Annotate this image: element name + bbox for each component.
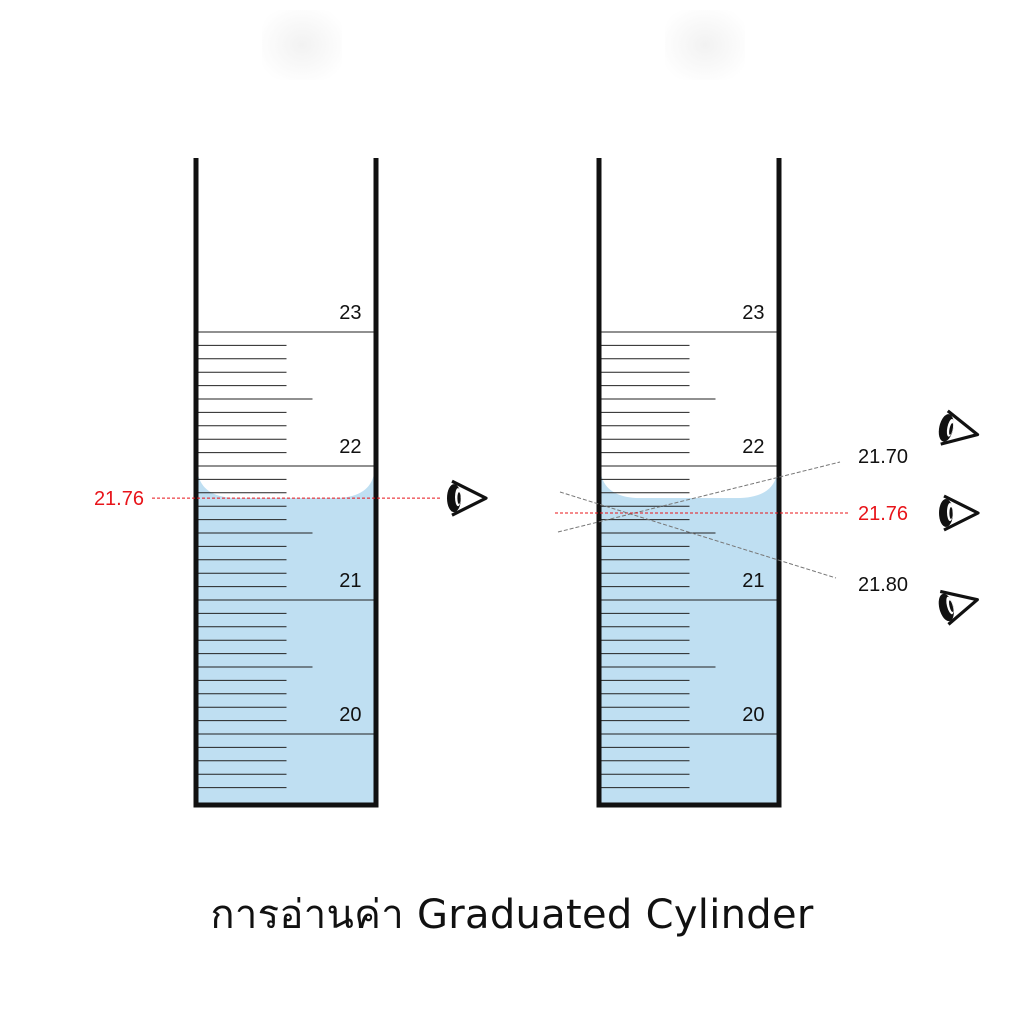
graduation-label: 21 — [742, 570, 764, 592]
graduation-label: 20 — [339, 704, 361, 726]
liquid-body — [198, 498, 374, 805]
cylinder-right: 20 21 22 23 — [596, 158, 782, 808]
faint-shadow-left — [262, 10, 342, 80]
graduation-label: 20 — [742, 704, 764, 726]
graduation-label: 21 — [339, 570, 361, 592]
eye-icon — [938, 589, 979, 626]
eye-pupil — [457, 492, 461, 505]
meniscus — [601, 476, 777, 501]
eye-lids — [943, 494, 980, 532]
glass-wall — [596, 158, 782, 808]
graduation-label: 23 — [742, 302, 764, 324]
sightline — [557, 461, 841, 533]
sightline — [559, 491, 837, 579]
graduation-label: 22 — [742, 436, 764, 458]
eye-pupil — [949, 600, 954, 613]
reading-annotations: 21.76 21.70 21.76 21.80 — [94, 409, 980, 626]
cylinder-left: 20 21 22 23 — [193, 158, 379, 808]
reading-label-left: 21.76 — [94, 488, 144, 510]
graduation-label: 23 — [339, 302, 361, 324]
reading-label: 21.76 — [858, 503, 908, 525]
eye-icon — [939, 494, 980, 532]
page-title: การอ่านค่า Graduated Cylinder — [210, 892, 814, 938]
eye-lids — [451, 479, 488, 517]
liquid-body — [601, 498, 777, 805]
faint-shadow-right — [665, 10, 745, 80]
graduation-label: 22 — [339, 436, 361, 458]
eye-pupil — [949, 423, 954, 435]
reading-label: 21.80 — [858, 574, 908, 596]
eye-icon — [938, 409, 980, 446]
glass-wall — [193, 158, 379, 808]
eye-pupil — [949, 507, 953, 519]
eye-icon — [447, 479, 488, 517]
reading-label: 21.70 — [858, 446, 908, 468]
meniscus — [198, 476, 374, 501]
